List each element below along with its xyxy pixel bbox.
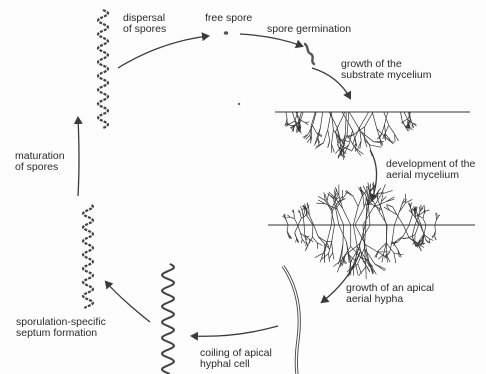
label-coiling-apical-hyphal-cell: coiling of apical hyphal cell [200,348,272,370]
spore-chain-maturation [83,205,93,308]
free-spore-dot [224,31,228,35]
label-growth-substrate-mycelium: growth of the substrate mycelium [341,59,431,81]
label-free-spore: free spore [205,13,252,24]
arrow-apical-to-coiling [192,326,278,336]
aerial-mycelium [268,182,475,279]
label-growth-apical-hypha: growth of an apical aerial hypha [346,283,434,305]
arrow-substrate-to-aerial [370,150,377,200]
substrate-mycelium [275,112,470,160]
apical-aerial-hypha-inner [283,266,299,374]
germinating-spore [305,44,314,64]
coiled-hyphal-cell [162,264,174,374]
speck [238,103,240,105]
arrow-dispersal-to-free-spore [118,36,208,68]
label-sporulation-septum-formation: sporulation-specific septum formation [16,317,106,339]
arrow-free-spore-to-germination [240,34,302,46]
label-development-aerial-mycelium: development of the aerial mycelium [386,159,475,181]
arrow-coiling-to-septum [106,282,150,322]
label-maturation-of-spores: maturation of spores [15,151,65,173]
label-dispersal-of-spores: dispersal of spores [123,13,166,35]
spore-chain-dispersal [98,10,108,128]
label-spore-germination: spore germination [267,24,351,35]
arrow-septum-to-maturation [78,118,79,196]
